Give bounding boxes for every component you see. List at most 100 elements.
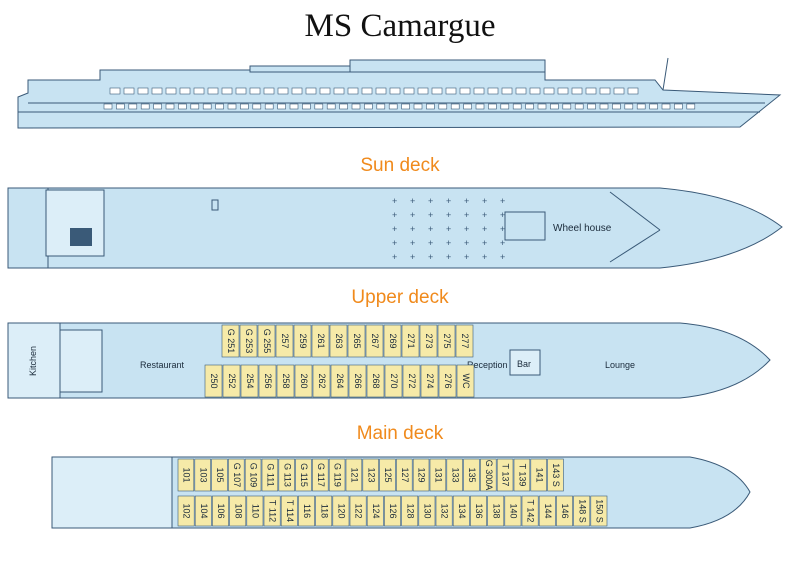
cabin xyxy=(366,364,385,398)
window xyxy=(215,103,224,110)
restaurant-label: Restaurant xyxy=(140,360,185,370)
sunbed-marker: + xyxy=(482,210,487,220)
upper-deck: Kitchen Restaurant Reception Bar Lounge … xyxy=(7,322,771,399)
window xyxy=(501,87,513,95)
cabin xyxy=(496,458,514,492)
window xyxy=(151,87,163,95)
window xyxy=(649,103,658,110)
window xyxy=(401,103,410,110)
sunbed-marker: + xyxy=(410,238,415,248)
cabin xyxy=(396,458,413,492)
cabin xyxy=(280,495,298,527)
window xyxy=(326,103,336,110)
cabin xyxy=(384,495,401,527)
window xyxy=(585,87,597,95)
cabin xyxy=(194,495,212,527)
sunbed-marker: + xyxy=(410,224,415,234)
window xyxy=(190,103,200,110)
sunbed-marker: + xyxy=(428,196,433,206)
cabin xyxy=(401,324,420,358)
cabin-label: 261 xyxy=(316,333,326,348)
sunbed-marker: + xyxy=(500,238,505,248)
window xyxy=(351,103,361,110)
cabin xyxy=(412,458,430,492)
window xyxy=(571,87,583,95)
window xyxy=(165,103,175,110)
cabin-label: 133 xyxy=(450,467,460,482)
cabin xyxy=(538,495,556,527)
window xyxy=(339,103,348,110)
window xyxy=(661,103,671,110)
window xyxy=(587,103,596,110)
sunbed-marker: + xyxy=(428,252,433,262)
sunbed-marker: + xyxy=(500,224,505,234)
cabin-label: G 255 xyxy=(262,329,272,354)
cabin-label: 268 xyxy=(371,373,381,388)
cabin-label: 106 xyxy=(216,503,226,518)
cabin-label: 277 xyxy=(460,333,470,348)
cabin xyxy=(211,458,228,492)
cabin-label: 129 xyxy=(417,467,427,482)
window xyxy=(599,103,609,110)
cabin xyxy=(261,458,279,492)
cabin-label: WC xyxy=(461,374,471,389)
cabin-label: 262 xyxy=(317,373,327,388)
cabin-label: 140 xyxy=(509,503,519,518)
cabin-label: T 142 xyxy=(526,500,536,523)
sunbed-marker: + xyxy=(410,252,415,262)
window xyxy=(227,103,237,110)
window xyxy=(475,103,485,110)
cabin xyxy=(455,324,474,358)
window xyxy=(361,87,373,95)
sunbed-marker: + xyxy=(392,196,397,206)
cabin-label: 124 xyxy=(371,503,381,518)
cabin-label: 103 xyxy=(198,467,208,482)
window xyxy=(221,87,233,95)
cabin xyxy=(194,458,211,492)
cabin xyxy=(418,495,436,527)
cabin-label: 263 xyxy=(334,333,344,348)
cabin xyxy=(487,495,505,527)
cabin xyxy=(204,364,223,398)
window xyxy=(302,103,311,110)
cabin xyxy=(312,458,329,492)
window xyxy=(314,103,324,110)
sun-deck-title: Sun deck xyxy=(360,155,440,176)
sunbed-marker: + xyxy=(482,196,487,206)
cabin xyxy=(312,364,331,398)
window xyxy=(515,87,527,95)
cabin xyxy=(294,364,313,398)
lounge-label: Lounge xyxy=(605,360,635,370)
window xyxy=(463,103,472,110)
wheel-house-label: Wheel house xyxy=(553,223,612,234)
page-title: MS Camargue xyxy=(304,8,496,44)
window xyxy=(686,103,696,110)
window xyxy=(403,87,415,95)
cabin xyxy=(276,364,295,398)
main-deck-title: Main deck xyxy=(356,423,444,444)
cabin xyxy=(328,458,346,492)
cabin xyxy=(383,324,402,358)
cabin-label: 121 xyxy=(350,467,360,482)
window xyxy=(562,103,572,110)
cabin xyxy=(315,495,333,527)
sunbed-marker: + xyxy=(446,196,451,206)
cabin xyxy=(293,324,312,358)
cabin xyxy=(349,495,367,527)
window xyxy=(550,103,559,110)
cabin xyxy=(401,495,419,527)
window xyxy=(289,103,299,110)
cabin xyxy=(379,458,396,492)
cabin-label: 264 xyxy=(335,373,345,388)
cabin xyxy=(590,495,608,527)
cabin-label: 250 xyxy=(209,373,219,388)
sunbed-marker: + xyxy=(392,224,397,234)
sunbed-marker: + xyxy=(428,238,433,248)
cabin xyxy=(263,495,281,527)
sunbed-marker: + xyxy=(464,210,469,220)
window xyxy=(202,103,212,110)
cabin xyxy=(246,495,264,527)
cabin xyxy=(435,495,453,527)
cabin xyxy=(480,458,497,492)
cabin xyxy=(429,458,447,492)
